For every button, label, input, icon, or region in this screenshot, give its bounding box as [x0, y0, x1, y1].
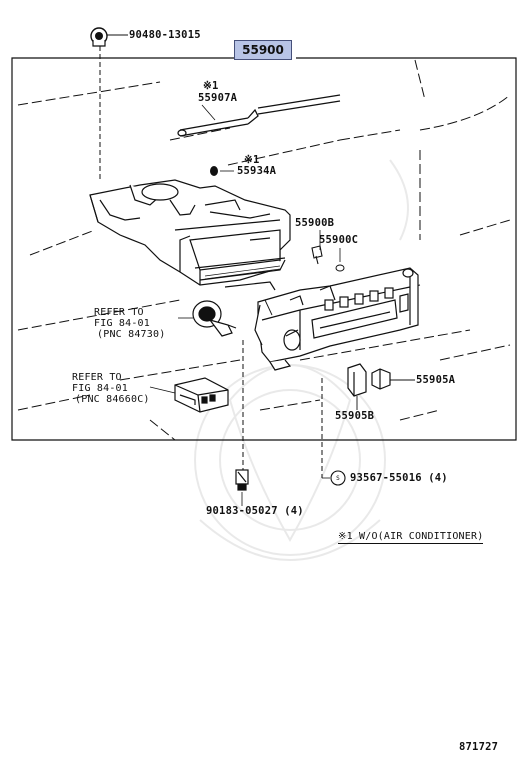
- knob-55905b-icon: [347, 363, 367, 397]
- ref2-line2[interactable]: FIG 84-01: [72, 383, 128, 394]
- part-55934a[interactable]: 55934A: [237, 165, 277, 177]
- standard-part-symbol-icon: [330, 470, 346, 486]
- ref2-line1: REFER TO: [72, 372, 122, 383]
- part-55900c[interactable]: 55900C: [319, 234, 359, 246]
- assembly-part-number[interactable]: 55900: [234, 40, 292, 60]
- nut-55900c-icon: [335, 264, 345, 272]
- clip-55934a-icon: [210, 166, 218, 176]
- watermark: [194, 159, 409, 561]
- figure-number: 871727: [459, 741, 499, 753]
- cable-55907a-icon: [177, 94, 341, 137]
- switch-84660c-icon: [174, 377, 229, 413]
- part-90183-05027[interactable]: 90183-05027 (4): [206, 505, 304, 517]
- bracket-assembly-icon: [89, 179, 291, 291]
- ref1-line3: (PNC 84730): [97, 329, 166, 340]
- dash-outline: [17, 59, 511, 441]
- ref1-line2[interactable]: FIG 84-01: [94, 318, 150, 329]
- part-55900b[interactable]: 55900B: [295, 217, 335, 229]
- part-55905b[interactable]: 55905B: [335, 410, 375, 422]
- control-panel-icon: [254, 267, 419, 371]
- part-93567-55016[interactable]: 93567-55016 (4): [350, 472, 448, 484]
- knob-55905a-icon: [371, 368, 391, 390]
- standard-part-symbol-letter: S: [336, 475, 340, 482]
- footnote: ※1 W/O(AIR CONDITIONER): [338, 531, 484, 544]
- part-55905a[interactable]: 55905A: [416, 374, 456, 386]
- screw-55900b-icon: [311, 245, 323, 265]
- clip-90480-icon: [90, 27, 108, 47]
- part-55934a-mark: ※1: [244, 154, 260, 166]
- screw-90183-icon: [235, 469, 249, 491]
- part-90480-13015[interactable]: 90480-13015: [129, 29, 201, 41]
- switch-84730-icon: [192, 300, 237, 337]
- frame-border: [11, 57, 517, 441]
- part-55907a[interactable]: 55907A: [198, 92, 238, 104]
- ref1-line1: REFER TO: [94, 307, 144, 318]
- part-55907a-mark: ※1: [203, 80, 219, 92]
- ref2-line3: (PNC 84660C): [75, 394, 150, 405]
